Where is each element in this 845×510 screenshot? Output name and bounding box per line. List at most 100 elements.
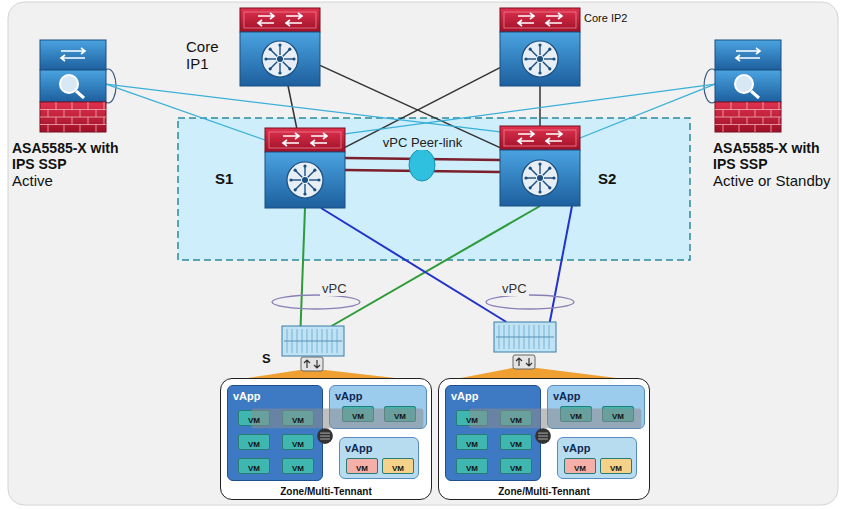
icon-part [88, 117, 89, 125]
icon-part [513, 355, 535, 369]
access-switch-node [494, 322, 556, 352]
link-label: vPC Peer-link [380, 135, 465, 150]
icon-part [286, 13, 302, 26]
network-link [106, 84, 265, 140]
peer-link-oval [409, 149, 435, 181]
vm-name: VM [612, 410, 624, 424]
icon-part [771, 125, 772, 133]
icon-part [779, 102, 780, 110]
icon-part [516, 358, 532, 366]
icon-part [265, 128, 345, 152]
vm-name: VM [466, 438, 478, 452]
icon-part [522, 160, 558, 196]
device-name: Core IP2 [584, 12, 654, 25]
vm-name: VM [248, 438, 260, 452]
icon-part [509, 325, 510, 349]
icon-part [40, 102, 106, 132]
icon-part [96, 110, 97, 118]
icon-part [538, 71, 541, 74]
firewall-node: ASA5585-X with IPS SSPActive [40, 40, 106, 132]
icon-part [504, 130, 576, 146]
device-label: ASA5585-X with IPS SSPActive or Standby [713, 140, 838, 189]
icon-part [739, 110, 740, 118]
icon-part [763, 117, 764, 125]
switch-node: Core IP2 [500, 8, 580, 86]
icon-part [40, 40, 106, 70]
vapp-box: VMVMvApp [557, 437, 637, 479]
icon-part [72, 117, 73, 125]
icon-part [715, 117, 781, 118]
icon-part [735, 75, 753, 93]
network-link [106, 84, 500, 132]
icon-part [64, 125, 65, 133]
icon-part [313, 169, 316, 172]
icon-part [731, 102, 732, 110]
icon-part [80, 110, 81, 118]
icon-part [80, 125, 81, 133]
icon-part [546, 131, 562, 144]
device-name: Core IP1 [186, 38, 234, 73]
device-name: S [262, 352, 278, 367]
vm-name: VM [610, 462, 622, 476]
icon-part [552, 57, 555, 60]
network-link [580, 84, 715, 138]
device-name: Active or Standby [713, 172, 838, 189]
icon-part [269, 48, 272, 51]
icon-part [522, 41, 558, 77]
vapp-box: VMVMVMVMVMVMvApp [445, 385, 541, 481]
icon-part [715, 70, 781, 102]
vapp-name: vApp [330, 388, 368, 404]
chassis-icon [500, 8, 580, 86]
icon-part [287, 162, 323, 198]
icon-part [72, 102, 73, 110]
icon-part [304, 360, 320, 368]
vm-box: VM [238, 434, 270, 450]
icon-part [302, 329, 303, 353]
icon-part [262, 41, 298, 77]
asa-icon [40, 40, 106, 132]
icon-part [494, 322, 556, 352]
icon-part [327, 329, 328, 353]
chassis-icon [265, 128, 345, 208]
firewall-node: ASA5585-X with IPS SSPActive or Standby [715, 40, 781, 132]
vm-name: VM [292, 438, 304, 452]
icon-part [549, 325, 550, 349]
zone-box: VMVMVMVMVMVMvAppVMVMvAppVMVMvAppZone/Mul… [438, 378, 650, 500]
icon-part [529, 186, 532, 189]
vapp-name: vApp [548, 388, 586, 404]
icon-part [104, 117, 105, 125]
zone-box: VMVMVMVMVMVMvAppVMVMvAppVMVMvAppZone/Mul… [220, 378, 432, 500]
icon-part [723, 110, 724, 118]
icon-part [496, 337, 554, 338]
icon-part [264, 57, 267, 60]
device-name: S1 [215, 170, 245, 187]
icon-part [244, 12, 316, 28]
chassis-icon [240, 8, 320, 86]
icon-part [747, 117, 748, 125]
switch-node: Core IP1 [240, 8, 320, 86]
fabric-icon [301, 357, 323, 371]
vm-name: VM [292, 414, 304, 428]
icon-part [518, 131, 534, 144]
icon-part [283, 133, 299, 146]
vpc-label: vPC [500, 281, 529, 296]
icon-part [755, 110, 756, 118]
icon-part [303, 164, 306, 167]
device-name: S2 [598, 170, 628, 187]
icon-part [500, 150, 580, 206]
icon-part [751, 91, 759, 98]
icon-part [500, 32, 580, 86]
icon-part [48, 125, 49, 133]
icon-part [535, 428, 551, 444]
icon-part [322, 329, 323, 353]
icon-part [278, 71, 281, 74]
vapp-box: VMVMVMVMVMVMvApp [227, 385, 323, 481]
icon-part [56, 117, 57, 125]
icon-part [64, 110, 65, 118]
icon-part [240, 32, 320, 86]
zone-name: Zone/Multi-Tennant [439, 486, 649, 497]
vapp-name: vApp [228, 388, 266, 404]
zone-caption: Zone/Multi-Tennant [221, 486, 431, 497]
icon-part [544, 325, 545, 349]
